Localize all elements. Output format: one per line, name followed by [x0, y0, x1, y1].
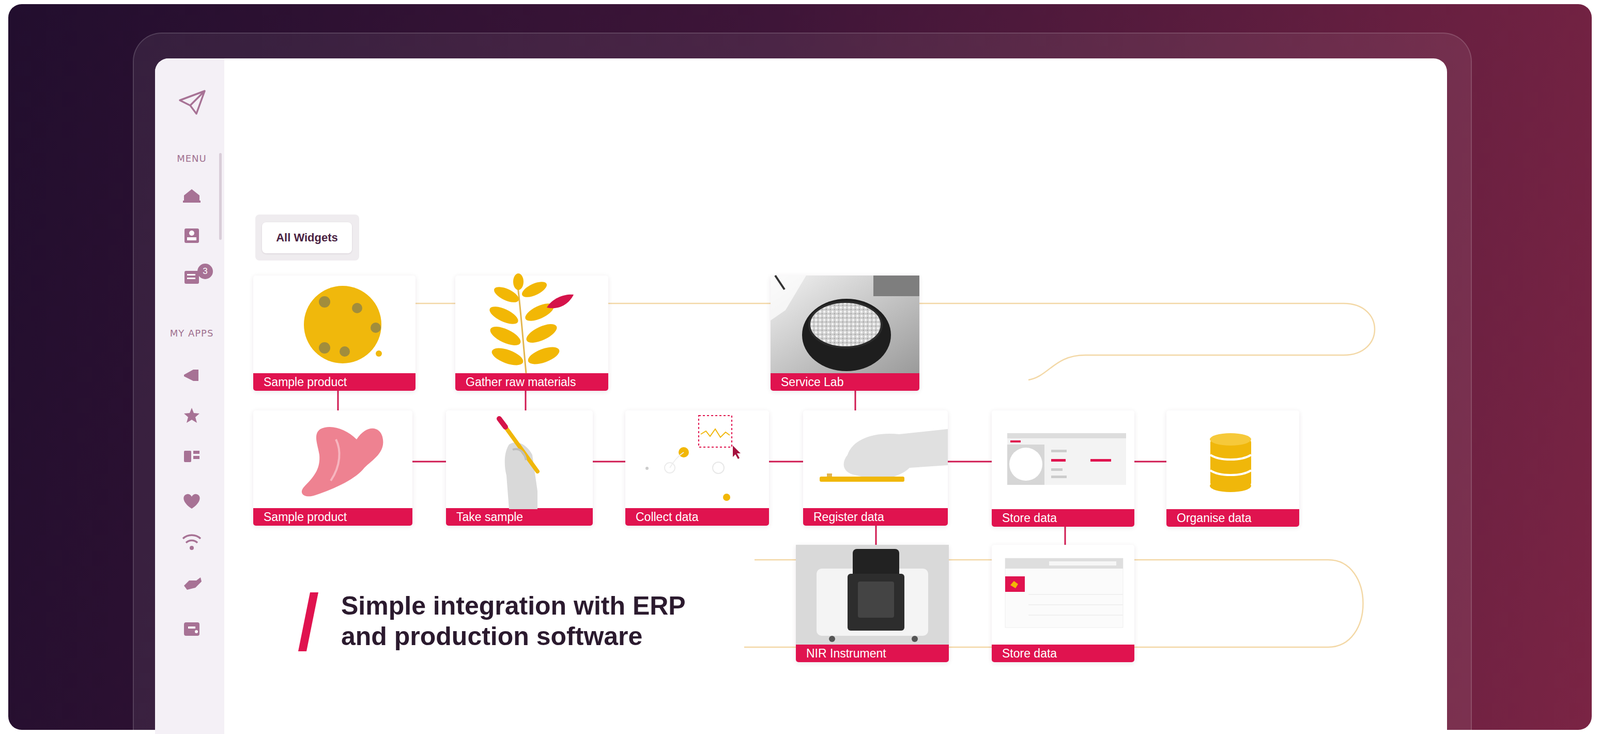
wifi-icon [182, 534, 201, 543]
apps-heading: MY APPS [155, 327, 228, 339]
connector-line [947, 460, 992, 463]
widget-button: All Widgets [262, 222, 352, 254]
card-label: Sample product [253, 373, 416, 391]
connector-line [592, 460, 626, 463]
process-card: Store data [991, 410, 1135, 527]
heading: Simple integration with ERP and producti… [341, 590, 703, 652]
connector-line [1134, 460, 1167, 463]
process-card: Sample product [253, 410, 413, 526]
notification-badge: 3 [197, 263, 213, 280]
connector-line [768, 460, 804, 463]
button-label: All Widgets [275, 231, 338, 245]
card-label: Store data [991, 644, 1135, 663]
connector-line [854, 390, 857, 411]
connector-line [412, 460, 446, 463]
paper-plane-icon [179, 90, 205, 114]
card-label: Take sample [445, 508, 593, 526]
card-label: NIR Instrument [795, 644, 949, 663]
connector-line [875, 525, 878, 545]
card-label: Register data [803, 508, 948, 526]
process-card: Register data [803, 410, 948, 526]
card-label: Organise data [1166, 509, 1300, 527]
process-card: Store data [991, 544, 1135, 663]
process-card: Service Lab [770, 275, 920, 391]
connector-line [525, 390, 527, 411]
process-card: Gather raw materials [455, 275, 609, 391]
card-label: Service Lab [770, 373, 920, 391]
icon-details [187, 230, 198, 634]
card-label: Sample product [253, 508, 413, 526]
card-label: Collect data [625, 508, 769, 526]
process-card: NIR Instrument [795, 544, 949, 663]
process-card: Organise data [1166, 410, 1300, 527]
scrollbar [219, 152, 222, 240]
menu-icons [182, 189, 202, 636]
connector-line [1064, 526, 1067, 545]
menu-heading: MENU [160, 152, 223, 164]
card-label: Gather raw materials [455, 373, 609, 391]
process-card: Take sample [445, 410, 593, 526]
connector-line [337, 390, 340, 411]
card-label: Store data [991, 509, 1135, 527]
process-card: Collect data [625, 410, 769, 526]
process-card: Sample product [253, 275, 416, 391]
